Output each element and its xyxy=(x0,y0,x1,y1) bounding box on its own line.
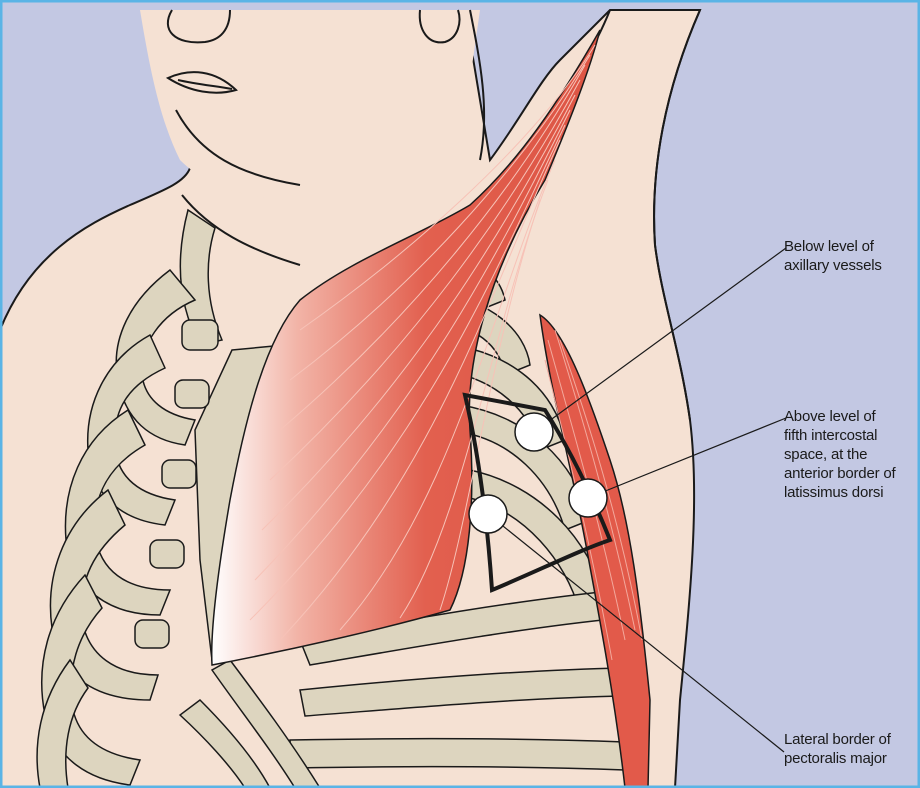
site-marker-intercostal xyxy=(569,479,607,517)
label-intercostal-line-1: Above level of xyxy=(784,407,895,426)
label-intercostal-line-4: anterior border of xyxy=(784,464,895,483)
label-pectoralis-line-1: Lateral border of xyxy=(784,730,891,749)
label-intercostal-line-5: latissimus dorsi xyxy=(784,483,895,502)
label-intercostal-line-3: space, at the xyxy=(784,445,895,464)
label-axillary-line-1: Below level of xyxy=(784,237,882,256)
site-marker-axillary xyxy=(515,413,553,451)
site-marker-pectoralis xyxy=(469,495,507,533)
label-pectoralis-line-2: pectoralis major xyxy=(784,749,891,768)
label-fifth-intercostal-space: Above level of fifth intercostal space, … xyxy=(784,407,895,502)
label-axillary-vessels: Below level of axillary vessels xyxy=(784,237,882,275)
label-intercostal-line-2: fifth intercostal xyxy=(784,426,895,445)
label-pectoralis-border: Lateral border of pectoralis major xyxy=(784,730,891,768)
label-axillary-line-2: axillary vessels xyxy=(784,256,882,275)
